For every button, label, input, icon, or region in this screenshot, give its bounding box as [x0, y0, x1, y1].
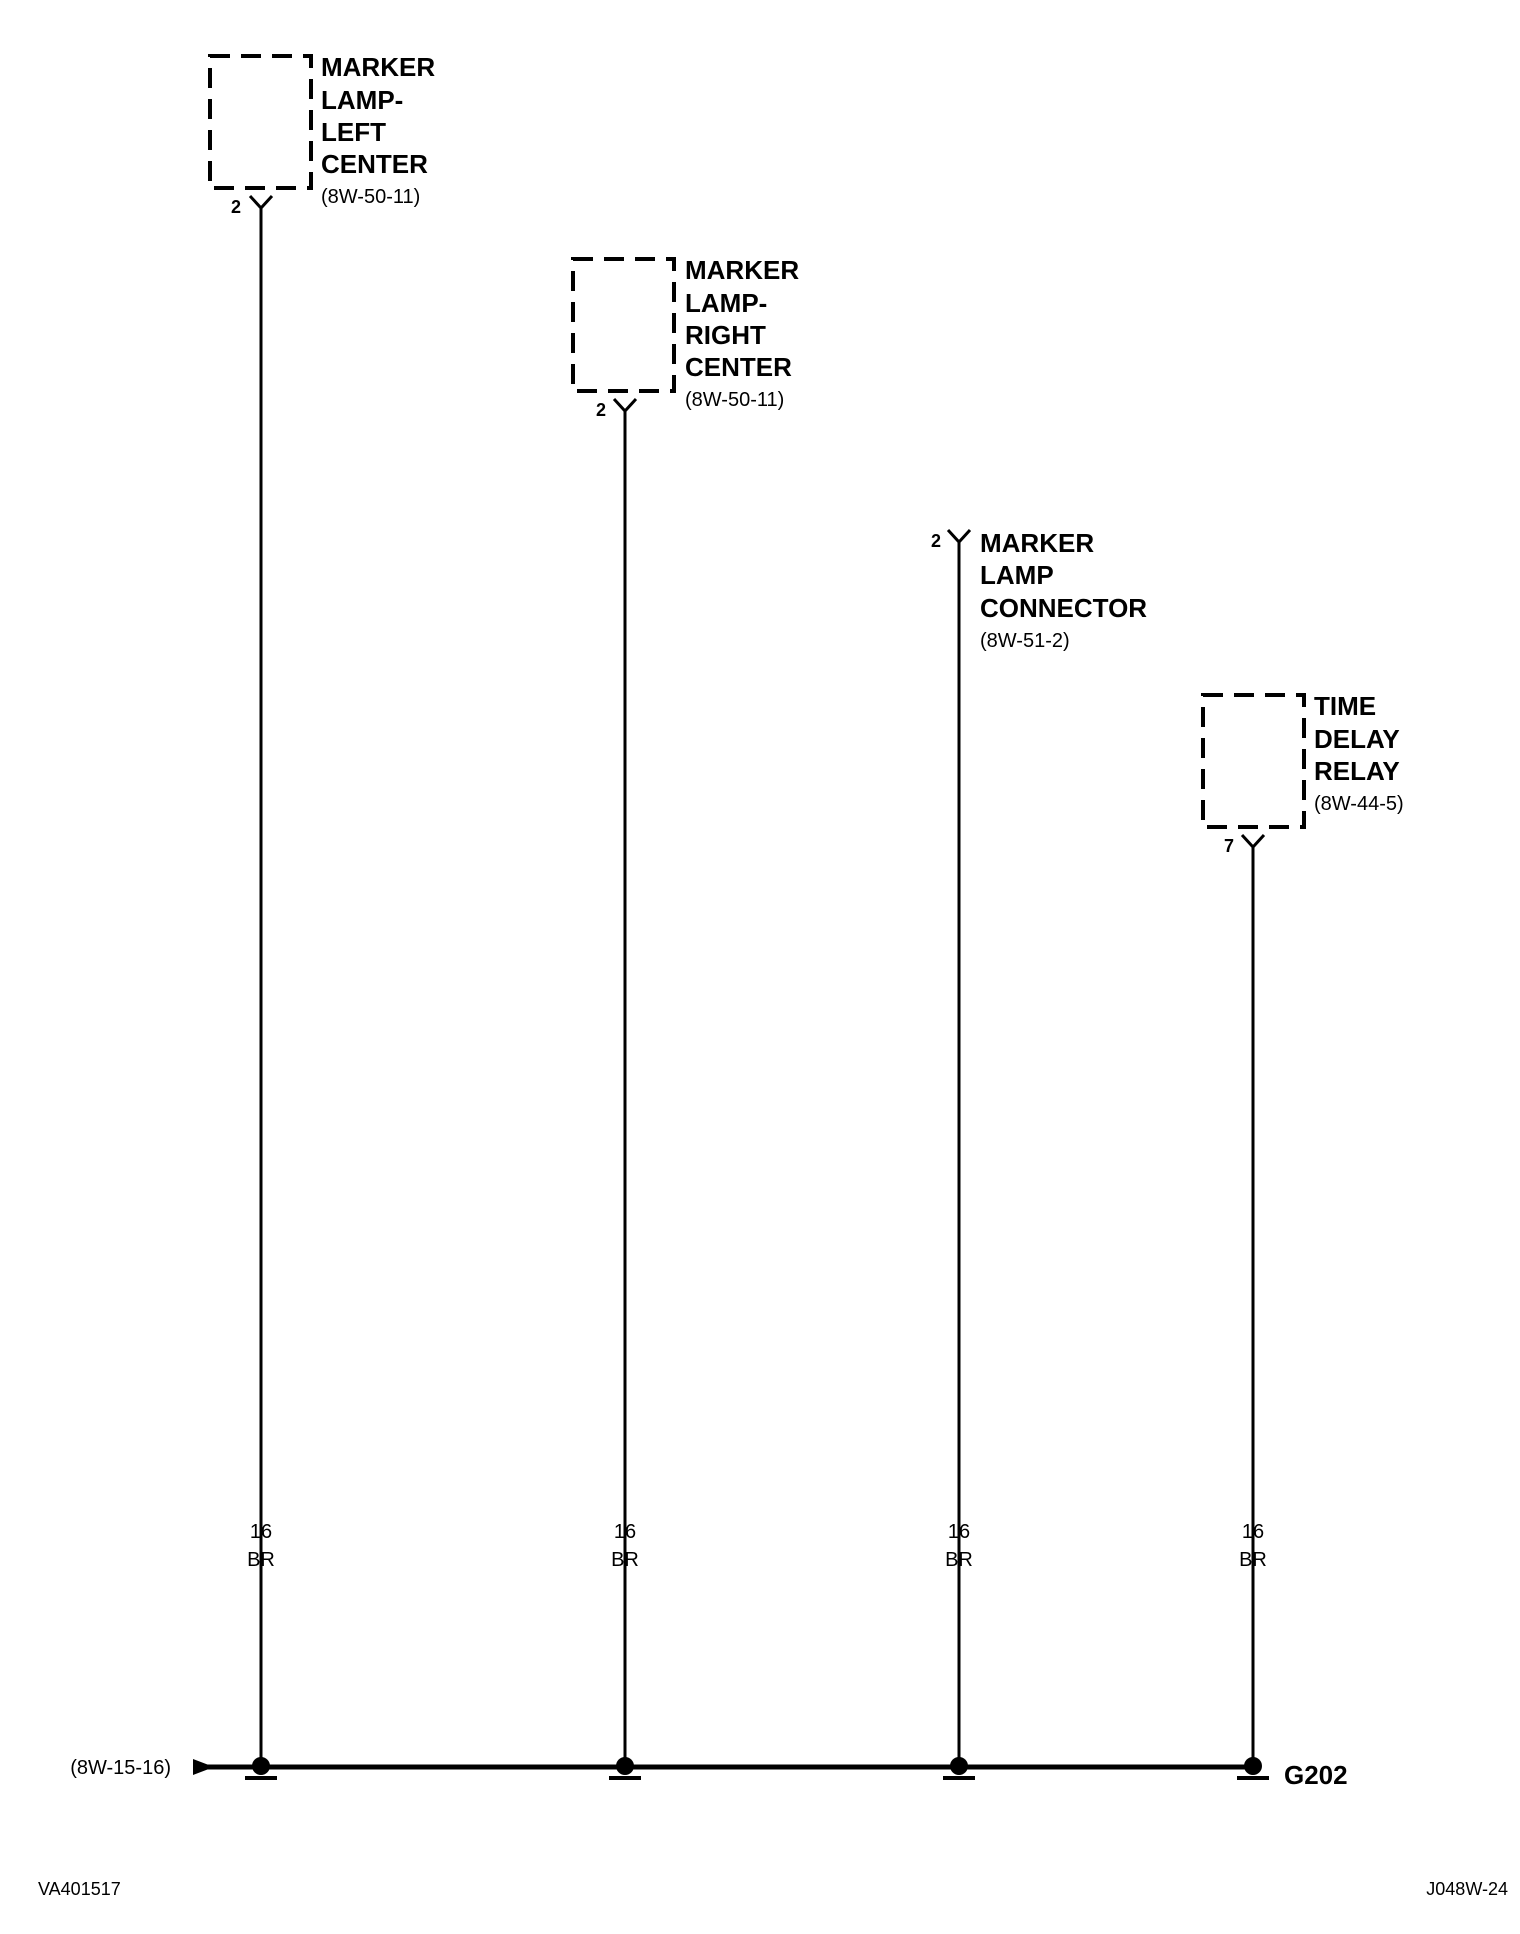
wire-gauge: 16	[948, 1521, 970, 1543]
wire-gauge: 16	[250, 1521, 272, 1543]
wire-color: BR	[611, 1549, 639, 1571]
component-name-line: TIME	[1314, 691, 1376, 721]
component-name-line: LAMP-	[685, 288, 767, 318]
component-name-line: RELAY	[1314, 756, 1400, 786]
component-ref: (8W-50-11)	[321, 186, 420, 208]
component-ref: (8W-50-11)	[685, 389, 784, 411]
pin-number: 2	[931, 531, 941, 551]
component-name-line: DELAY	[1314, 724, 1400, 754]
wire-color: BR	[945, 1549, 973, 1571]
component-name-line: CENTER	[685, 352, 792, 382]
component-name-line: CENTER	[321, 149, 428, 179]
pin-number: 2	[231, 197, 241, 217]
pin-number: 7	[1224, 836, 1234, 856]
component-marker-lamp-left-center: MARKER LAMP- LEFT CENTER (8W-50-11) 2 16…	[208, 52, 435, 1762]
ground-label: G202	[1284, 1760, 1348, 1790]
wire-gauge: 16	[614, 1521, 636, 1543]
component-name-line: CONNECTOR	[980, 593, 1147, 623]
component-name-line: LAMP	[980, 560, 1054, 590]
component-ref: (8W-51-2)	[980, 630, 1070, 652]
component-name-line: MARKER	[321, 52, 435, 82]
figure-code-left: VA401517	[38, 1879, 121, 1899]
component-marker-lamp-right-center: MARKER LAMP- RIGHT CENTER (8W-50-11) 2 1…	[571, 255, 799, 1762]
component-name-line: MARKER	[980, 528, 1094, 558]
component-enclosure-dashed	[1201, 693, 1306, 829]
component-enclosure-dashed	[571, 257, 676, 393]
component-name-line: LAMP-	[321, 85, 403, 115]
component-enclosure-dashed	[208, 54, 313, 190]
ground-bus: (8W-15-16) G202	[70, 1757, 1348, 1790]
wire-color: BR	[247, 1549, 275, 1571]
splice-node-icon	[943, 1757, 975, 1780]
component-name-line: RIGHT	[685, 320, 766, 350]
component-name-line: LEFT	[321, 117, 386, 147]
component-ref: (8W-44-5)	[1314, 793, 1404, 815]
component-time-delay-relay: TIME DELAY RELAY (8W-44-5) 7 16 BR	[1201, 691, 1404, 1762]
splice-node-icon	[609, 1757, 641, 1780]
component-name-line: MARKER	[685, 255, 799, 285]
splice-node-icon	[245, 1757, 277, 1780]
ground-node-icon	[1237, 1757, 1269, 1780]
wire-color: BR	[1239, 1549, 1267, 1571]
from-page-ref: (8W-15-16)	[70, 1757, 171, 1779]
pin-number: 2	[596, 400, 606, 420]
wire-gauge: 16	[1242, 1521, 1264, 1543]
figure-code-right: J048W-24	[1426, 1879, 1508, 1899]
component-marker-lamp-connector: 2 MARKER LAMP CONNECTOR (8W-51-2) 16 BR	[931, 528, 1147, 1762]
